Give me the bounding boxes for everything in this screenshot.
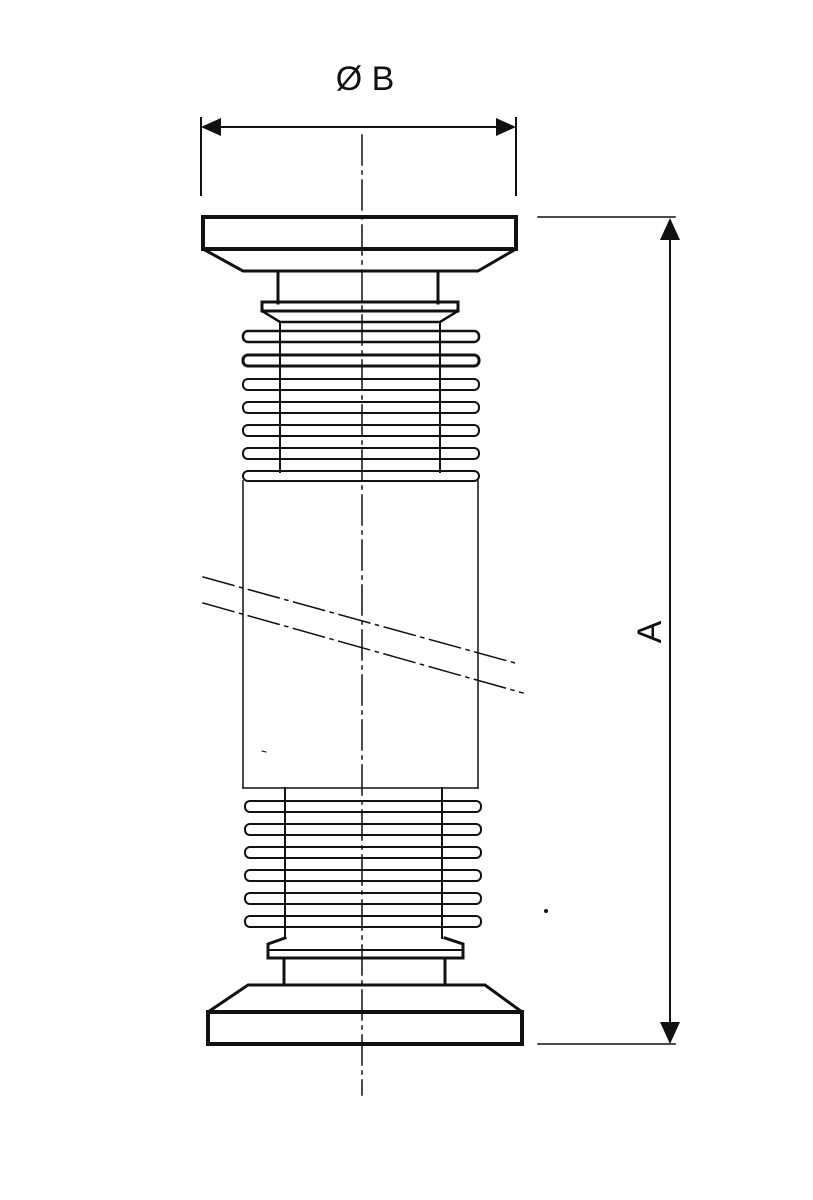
length-label: A bbox=[631, 620, 669, 644]
diameter-label: Ø B bbox=[335, 60, 395, 98]
arrow-up-icon bbox=[660, 218, 680, 240]
upper-bellows bbox=[241, 321, 481, 482]
lower-bellows bbox=[244, 787, 482, 939]
middle-cylinder bbox=[242, 480, 479, 789]
speck bbox=[544, 909, 548, 913]
length-dimension bbox=[537, 216, 680, 1045]
break-lines bbox=[202, 576, 524, 694]
arrow-left-icon bbox=[201, 118, 221, 136]
top-flange bbox=[200, 215, 519, 324]
arrow-right-icon bbox=[496, 118, 516, 136]
diameter-dimension bbox=[200, 117, 517, 196]
speck bbox=[261, 750, 267, 753]
bottom-flange bbox=[205, 936, 525, 1046]
arrow-down-icon bbox=[660, 1022, 680, 1044]
